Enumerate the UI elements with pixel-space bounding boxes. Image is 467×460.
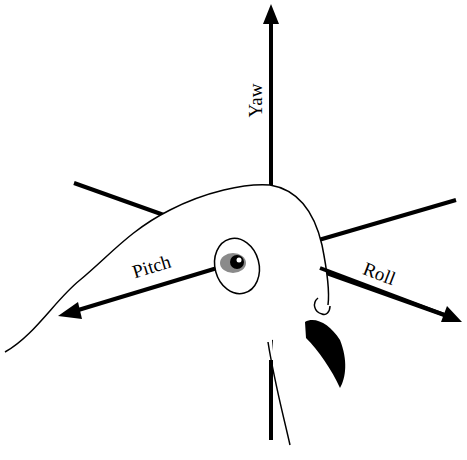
- eye-highlight: [237, 258, 242, 263]
- mouth-line: [315, 298, 330, 315]
- pitch-arrowhead: [58, 302, 82, 319]
- eye-iris: [220, 253, 246, 273]
- head-fill: [5, 185, 329, 445]
- yaw-axis-lower: [269, 360, 273, 440]
- yaw-arrowhead: [263, 4, 279, 24]
- roll-arrowhead: [441, 306, 462, 322]
- eye-ring: [209, 233, 266, 298]
- head-outline: [5, 185, 329, 352]
- neck-outline: [268, 342, 290, 445]
- axis-label: Yaw: [246, 83, 265, 117]
- eye-pupil: [230, 255, 244, 269]
- beak: [305, 320, 345, 388]
